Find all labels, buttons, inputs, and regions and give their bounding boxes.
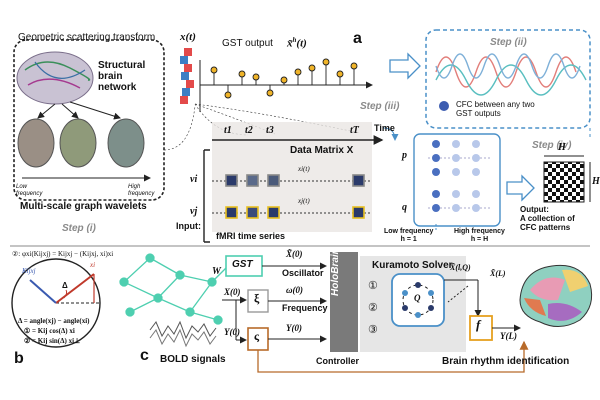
- t1-label: t1: [224, 125, 232, 136]
- step-i-label: Step (i): [62, 223, 96, 234]
- xt-label: x(t): [180, 31, 196, 43]
- input-label: Input:: [176, 221, 201, 231]
- brain-low-frequency: [17, 118, 55, 168]
- kuramoto-solver-label: Kuramoto Solver: [372, 260, 453, 271]
- gst-output-label: GST output: [222, 38, 273, 49]
- controller-label: Controller: [316, 356, 360, 366]
- brain-graph-network: [119, 253, 237, 325]
- cosine-term: ① = Kij cos(Δ) xi: [24, 327, 75, 335]
- gst-output-stems: [210, 58, 358, 99]
- x-hat-symbol: x̃: [287, 37, 293, 50]
- time-axis-label: Time: [374, 123, 395, 133]
- y0-right-label: Y(0): [286, 323, 302, 333]
- delta-label: Δ: [62, 281, 68, 290]
- xi-box-label: ξ: [254, 291, 260, 305]
- zeta-box-label: ς: [254, 329, 260, 343]
- step-iv-label: Step (iv): [532, 140, 572, 151]
- sine-term: ② = Kij sin(Δ) xi⊥: [24, 337, 81, 345]
- H-side-label: H: [592, 176, 600, 187]
- arrow-to-output: [506, 174, 535, 202]
- bold-signal-traces: [149, 320, 217, 348]
- step-ii-box: [425, 29, 591, 129]
- vi-label: vi: [190, 174, 198, 185]
- arrow-to-step-ii: [389, 52, 421, 80]
- Q-label: Q: [414, 293, 421, 303]
- bold-signals-label: BOLD signals: [160, 354, 226, 365]
- high-frequency-label: High frequency: [128, 184, 155, 197]
- input-signal-vector: [180, 48, 194, 104]
- x-hat-argument: (t): [296, 37, 307, 50]
- xj-t-label: xj(t): [298, 197, 310, 205]
- oscillator-label: Oscillator: [282, 268, 324, 278]
- panel-b-letter: b: [14, 350, 24, 367]
- step-2-marker: ②: [368, 302, 378, 314]
- kijxj-label: Kijxj: [22, 267, 36, 275]
- low-frequency-h-label: Low frequency h = 1: [384, 228, 434, 243]
- rhythm-identification-label: Brain rhythm identification: [442, 356, 570, 367]
- cfc-waveforms: [435, 53, 587, 96]
- cfc-pattern-checkerboard: [543, 161, 585, 203]
- brain-mid-frequency: [59, 118, 97, 168]
- cfc-legend-dot: [439, 101, 449, 111]
- structural-network-label: Structural brain network: [98, 60, 146, 93]
- p-label: p: [402, 150, 407, 161]
- step-1-marker: ①: [368, 280, 378, 292]
- x-tilde-lQ-label: X̃(l,Q): [450, 263, 471, 272]
- fmri-label: fMRI time series: [216, 231, 286, 241]
- projection-equation: ②: φxi(Kijxj) = Kijxj − (Kijxj, xi)xi: [12, 250, 114, 258]
- yL-label: Y(L): [500, 331, 517, 341]
- x0-label: X(0): [224, 287, 241, 297]
- xi-t-label: xi(t): [298, 165, 310, 173]
- y0-left-label: Y(0): [224, 327, 240, 337]
- data-matrix-label: Data Matrix X: [290, 145, 354, 156]
- kijxj-vector: [29, 279, 57, 304]
- cfc-matrix-box: [413, 133, 501, 227]
- cfc-between-label: CFC between any two GST outputs: [456, 100, 535, 118]
- holobrain-label: HoloBrain: [330, 248, 341, 296]
- oscillator-ring: [402, 282, 434, 318]
- xi-vector-label: xi: [90, 261, 96, 269]
- x-tilde-L-label: X̃(L): [490, 269, 506, 278]
- multiscale-wavelets-label: Multi-scale graph wavelets: [20, 201, 147, 212]
- t3-label: t3: [266, 125, 274, 136]
- step-ii-label: Step (ii): [490, 37, 527, 48]
- xi-vector: [55, 273, 95, 304]
- holobrain-block: [330, 252, 358, 352]
- data-matrix-cells: [225, 174, 365, 219]
- x-hat-label: x̃h(t): [287, 36, 307, 50]
- frequency-label: Frequency: [282, 303, 328, 313]
- x-hat-superscript: h: [292, 36, 297, 44]
- panel-c-letter: c: [140, 347, 149, 364]
- low-frequency-label: Low frequency: [16, 184, 43, 197]
- rhythm-brain-map: [519, 264, 593, 327]
- t2-label: t2: [245, 125, 253, 136]
- x-tilde0-label: X̃(0): [286, 249, 303, 259]
- output-label: Output: A collection of CFC patterns: [520, 205, 575, 232]
- high-frequency-h-label: High frequency h = H: [454, 228, 505, 243]
- omega0-label: ω(0): [286, 285, 304, 295]
- phase-circle: [11, 258, 101, 348]
- cfc-matrix-dots: [428, 140, 490, 230]
- f-readout-box: [469, 315, 493, 341]
- panel-a-letter: a: [353, 30, 362, 47]
- step-3-marker: ③: [368, 324, 378, 336]
- wavelet-box: [13, 39, 165, 201]
- controller-feedback-line: [257, 340, 529, 373]
- f-box-label: f: [476, 317, 481, 332]
- tT-label: tT: [350, 125, 359, 136]
- q-label: q: [402, 202, 407, 213]
- step-iii-label: Step (iii): [360, 101, 400, 112]
- H-top-label: H: [558, 142, 566, 153]
- gst-title: Geometric scattering transform: [18, 32, 156, 43]
- W-label: W: [212, 266, 221, 277]
- brain-high-frequency: [107, 118, 145, 168]
- gst-box-label: GST: [232, 259, 253, 270]
- delta-equation: Δ = angle(xj) − angle(xi): [18, 317, 90, 325]
- vj-label: vj: [190, 206, 198, 217]
